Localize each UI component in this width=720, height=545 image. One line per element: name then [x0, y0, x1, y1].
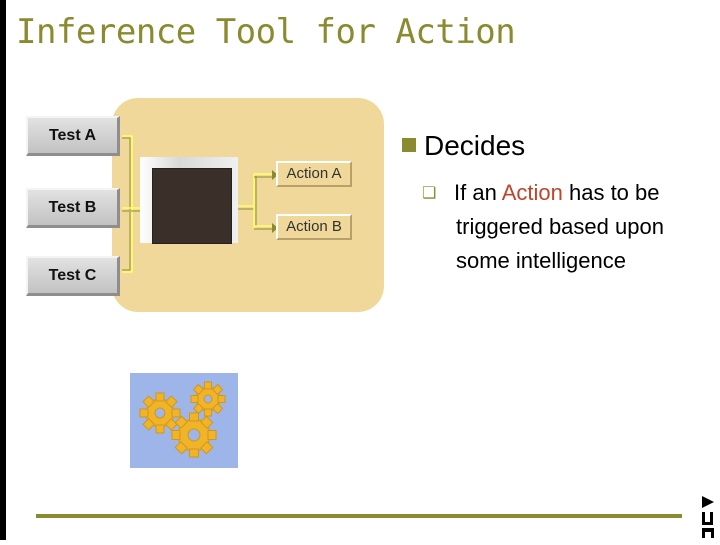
test-b-box: Test B	[26, 188, 120, 228]
gears-icon	[139, 381, 226, 458]
logo-icon	[696, 494, 720, 540]
footer-rule	[36, 514, 682, 518]
bullet-level2-highlight: Action	[501, 180, 563, 205]
inference-engine-box	[152, 168, 232, 244]
slide-title: Inference Tool for Action	[16, 12, 516, 52]
bullet-level1: Decides	[402, 130, 525, 162]
action-a-box: Action A	[276, 161, 352, 187]
square-bullet-icon	[402, 138, 416, 152]
test-a-box: Test A	[26, 116, 120, 156]
checkbox-bullet-icon: ❏	[422, 185, 437, 202]
test-c-box: Test C	[26, 256, 120, 296]
bullet-level2: ❏ If an Action has to be triggered based…	[422, 176, 712, 278]
bullet-level1-text: Decides	[424, 130, 526, 161]
action-b-box: Action B	[276, 214, 352, 240]
bullet-level2-post: has to be triggered based upon some inte…	[456, 180, 664, 273]
bullet-level2-pre: If an	[454, 180, 502, 205]
gears-clipart	[130, 373, 238, 468]
bullet-level2-text: If an Action has to be triggered based u…	[454, 176, 712, 278]
left-edge-bar	[0, 0, 6, 540]
